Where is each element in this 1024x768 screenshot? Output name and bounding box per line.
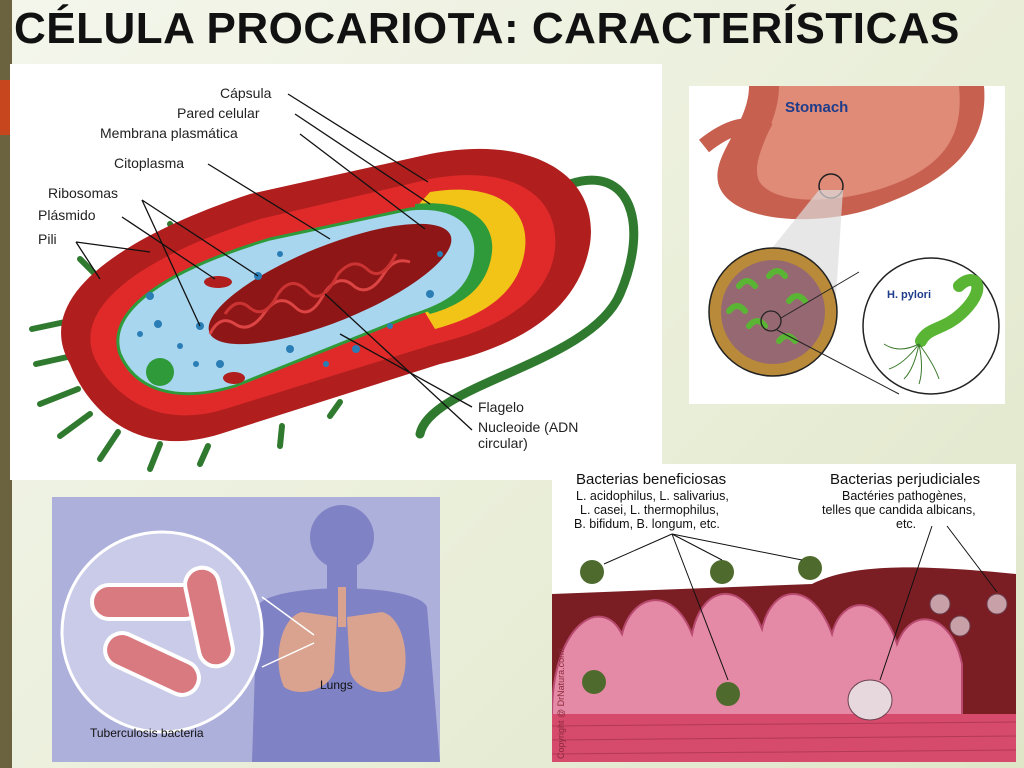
bacteria-closeup <box>60 530 264 734</box>
tuberculosis-illustration: Lungs Tuberculosis bacteria <box>52 497 440 762</box>
plasmid <box>223 372 245 384</box>
tb-bacteria <box>90 565 235 697</box>
beneficial-line1: L. acidophilus, L. salivarius, <box>576 489 729 503</box>
stomach-inner <box>756 86 960 200</box>
watermark: Copyright @ DrNatura.com! <box>556 648 566 759</box>
stomach-panel: Stomach H. pylori <box>689 86 1005 404</box>
storage-granule <box>146 358 174 386</box>
beneficial-bacteria <box>580 556 822 706</box>
title-bar: CÉLULA PROCARIOTA: CARACTERÍSTICAS <box>0 0 1024 62</box>
left-accent-bar <box>0 80 12 135</box>
nucleoid <box>208 223 452 345</box>
stomach-label: Stomach <box>785 99 848 116</box>
harmful-line2: telles que candida albicans, <box>822 503 976 517</box>
pili <box>29 221 343 472</box>
label-capsule: Cápsula <box>220 85 272 101</box>
label-cell-wall: Pared celular <box>177 105 260 121</box>
beneficial-title: Bacterias beneficiosas <box>576 471 726 488</box>
prokaryote-cell-diagram: Cápsula Pared celular Membrana plasmátic… <box>29 85 639 472</box>
label-cytoplasm: Citoplasma <box>114 155 184 171</box>
gut-bacteria-panel: Bacterias beneficiosas L. acidophilus, L… <box>552 464 1016 762</box>
h-pylori-cluster <box>726 268 808 344</box>
beneficial-line3: B. bifidum, B. longum, etc. <box>574 517 720 531</box>
gut-leader-lines <box>603 525 998 681</box>
lungs <box>278 587 406 692</box>
beneficial-line2: L. casei, L. thermophilus, <box>580 503 719 517</box>
label-nucleoid-line2: circular) <box>478 435 528 451</box>
left-decor-strip <box>0 0 12 768</box>
harmful-bacteria <box>847 593 1008 721</box>
label-flagellum: Flagelo <box>478 399 524 415</box>
h-pylori-bacterium <box>915 274 984 347</box>
leader-lines <box>75 93 473 431</box>
cell-diagram-panel: Cápsula Pared celular Membrana plasmátic… <box>10 64 662 480</box>
label-plasma-membrane: Membrana plasmática <box>100 125 238 141</box>
stomach-illustration: Stomach H. pylori <box>689 86 1005 404</box>
harmful-title: Bacterias perjudiciales <box>830 471 980 488</box>
label-pili: Pili <box>38 231 57 247</box>
tuberculosis-panel: Lungs Tuberculosis bacteria <box>52 497 440 762</box>
label-nucleoid-line1: Nucleoide (ADN <box>478 419 578 435</box>
slide-title: CÉLULA PROCARIOTA: CARACTERÍSTICAS <box>14 4 960 53</box>
harmful-line3: etc. <box>896 517 916 531</box>
harmful-line1: Bactéries pathogènes, <box>842 489 966 503</box>
h-pylori-flagella <box>883 343 940 385</box>
ribosomes <box>137 251 443 368</box>
tb-caption: Tuberculosis bacteria <box>90 726 204 740</box>
h-pylori-label: H. pylori <box>887 289 931 301</box>
label-plasmid: Plásmido <box>38 207 96 223</box>
label-ribosomes: Ribosomas <box>48 185 118 201</box>
lungs-label: Lungs <box>320 678 353 692</box>
plasmid <box>204 276 232 288</box>
flagellum <box>415 175 639 439</box>
gut-bacteria-illustration: Bacterias beneficiosas L. acidophilus, L… <box>552 464 1016 762</box>
